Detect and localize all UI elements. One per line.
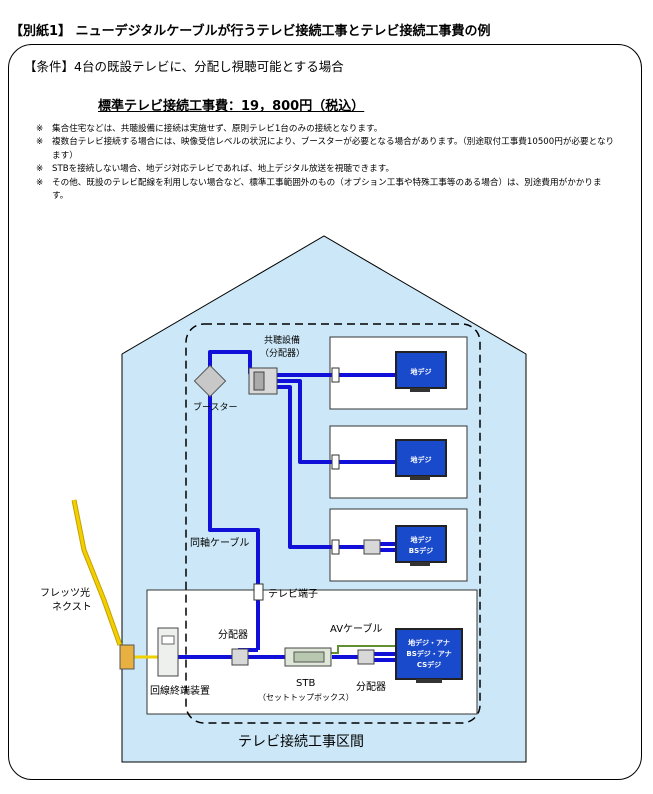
note-item: ※ 集合住宅などは、共聴設備に接続は実施せず、原則テレビ1台のみの接続となります… — [36, 123, 616, 136]
wall-plate-1 — [331, 367, 340, 383]
splitter-tv4 — [357, 649, 375, 665]
note-item: ※ STBを接続しない場合、地デジ対応テレビであれば、地上デジタル放送を視聴でき… — [36, 163, 616, 176]
tv-4-label-3: CSデジ — [417, 660, 441, 669]
kyocho-splitter-device — [248, 367, 278, 395]
kyocho-label-1: 共聴設備 — [264, 334, 300, 346]
tv-3-label-1: 地デジ — [411, 535, 432, 544]
splitter-main-label: 分配器 — [218, 629, 248, 641]
optical-cable — [71, 499, 158, 659]
wall-plate-2 — [331, 454, 340, 470]
stb-sub-label: （セットトップボックス） — [258, 693, 354, 702]
tv-set-3: 地デジ BSデジ — [395, 525, 447, 566]
note-text: 複数台テレビ接続する場合には、映像受信レベルの状況により、ブースターが必要となる… — [52, 137, 615, 161]
outer-frame — [8, 44, 642, 780]
tv-terminal-plate — [253, 583, 264, 601]
av-cable — [330, 645, 396, 654]
tv-set-2: 地デジ — [395, 439, 447, 480]
tv-4-label-1: 地デジ・アナ — [408, 638, 450, 647]
booster-label: ブースター — [193, 401, 238, 413]
onu-device — [157, 627, 179, 677]
tv-set-4: 地デジ・アナ BSデジ・アナ CSデジ — [395, 628, 463, 683]
wall-plate-3 — [331, 539, 340, 555]
tv-terminal-label: テレビ端子 — [268, 587, 318, 600]
splitter-tv-label: 分配器 — [356, 681, 386, 693]
stb-label: STB — [296, 678, 315, 689]
note-text: STBを接続しない場合、地デジ対応テレビであれば、地上デジタル放送を視聴できます… — [52, 164, 395, 175]
note-mark: ※ — [36, 164, 44, 175]
standard-price: 標準テレビ接続工事費：19，800円（税込） — [98, 99, 365, 114]
work-section-boundary — [185, 323, 481, 724]
flets-box — [119, 644, 135, 670]
coax-label: 同軸ケーブル — [190, 536, 249, 549]
onu-label: 回線終端装置 — [150, 684, 210, 697]
notes-list: ※ 集合住宅などは、共聴設備に接続は実施せず、原則テレビ1台のみの接続となります… — [36, 123, 616, 203]
splitter-tv3 — [363, 539, 381, 555]
tv-set-1: 地デジ — [395, 351, 447, 392]
kyocho-label-2: （分配器） — [260, 348, 305, 359]
page-title: 【別紙1】 ニューデジタルケーブルが行うテレビ接続工事とテレビ接続工事費の例 — [10, 24, 491, 39]
condition-text: 【条件】4台の既設テレビに、分配し視聴可能とする場合 — [24, 59, 344, 74]
note-item: ※ 複数台テレビ接続する場合には、映像受信レベルの状況により、ブースターが必要と… — [36, 136, 616, 163]
flets-label-2: ネクスト — [52, 601, 92, 613]
flets-label-1: フレッツ光 — [40, 586, 90, 599]
av-cable-label: AVケーブル — [330, 622, 382, 635]
tv-2-label: 地デジ — [411, 455, 432, 464]
tv-4-label-2: BSデジ・アナ — [406, 649, 451, 658]
note-text: 集合住宅などは、共聴設備に接続は実施せず、原則テレビ1台のみの接続となります。 — [52, 124, 383, 134]
tv-3-label-2: BSデジ — [409, 546, 433, 555]
note-mark: ※ — [36, 124, 44, 134]
note-mark: ※ — [36, 137, 44, 148]
note-text: その他、既設のテレビ配線を利用しない場合など、標準工事範囲外のもの（オプション工… — [52, 177, 602, 202]
booster-device — [193, 364, 227, 398]
splitter-main — [231, 648, 249, 666]
note-item: ※ その他、既設のテレビ配線を利用しない場合など、標準工事範囲外のもの（オプショ… — [36, 177, 616, 204]
stb-device — [284, 647, 332, 667]
note-mark: ※ — [36, 177, 44, 188]
section-label: テレビ接続工事区間 — [238, 733, 364, 750]
tv-1-label: 地デジ — [411, 367, 432, 376]
